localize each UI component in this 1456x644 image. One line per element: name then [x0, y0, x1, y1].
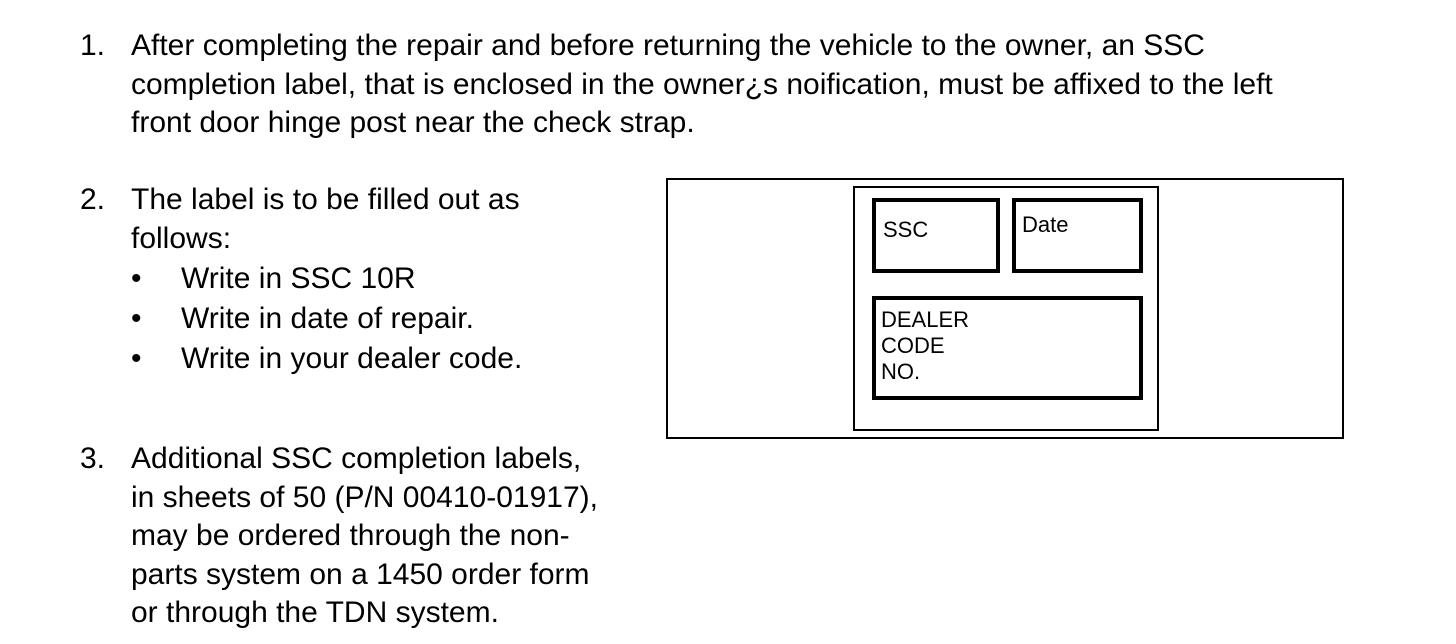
label-diagram-frame: [666, 178, 1344, 439]
ssc-field-box: [872, 198, 1000, 273]
step-1-line: After completing the repair and before r…: [131, 29, 1205, 62]
step-3-line: in sheets of 50 (P/N 00410-01917),: [131, 480, 598, 514]
dealer-label-line: CODE: [881, 333, 945, 358]
step-1-text: After completing the repair and before r…: [131, 27, 1273, 143]
bullet-item-date: Write in date of repair.: [181, 302, 474, 335]
dealer-label-line: DEALER: [881, 307, 970, 332]
step-3-text: Additional SSC completion labels, in she…: [131, 440, 598, 633]
bullet-item-ssc: Write in SSC 10R: [181, 262, 416, 295]
step-2-number: 2.: [80, 183, 106, 216]
completion-label-illustration: [853, 186, 1159, 431]
dealer-code-field-label: DEALER CODE NO.: [881, 307, 969, 385]
bullet-icon: •: [131, 302, 142, 335]
step-1-line: completion label, that is enclosed in th…: [131, 67, 1273, 101]
date-field-box: [1012, 198, 1143, 273]
step-2-line: The label is to be filled out as: [131, 183, 520, 216]
date-field-label: Date: [1022, 212, 1069, 237]
step-3-line: may be ordered through the non-: [131, 519, 570, 552]
ssc-field-label: SSC: [883, 217, 929, 242]
bullet-item-dealer: Write in your dealer code.: [181, 342, 523, 375]
step-1-number: 1.: [80, 29, 106, 62]
step-2-text: The label is to be filled out as follows…: [131, 181, 520, 258]
step-3-line: Additional SSC completion labels,: [131, 442, 582, 475]
dealer-label-line: NO.: [881, 359, 921, 384]
bullet-icon: •: [131, 262, 142, 295]
bullet-icon: •: [131, 342, 142, 375]
step-3-number: 3.: [80, 442, 106, 475]
step-2-line: follows:: [131, 221, 232, 255]
step-3-line: or through the TDN system.: [131, 596, 499, 629]
step-1-line: front door hinge post near the check str…: [131, 106, 695, 139]
dealer-code-field-box: [872, 296, 1143, 400]
step-3-line: parts system on a 1450 order form: [131, 557, 590, 591]
